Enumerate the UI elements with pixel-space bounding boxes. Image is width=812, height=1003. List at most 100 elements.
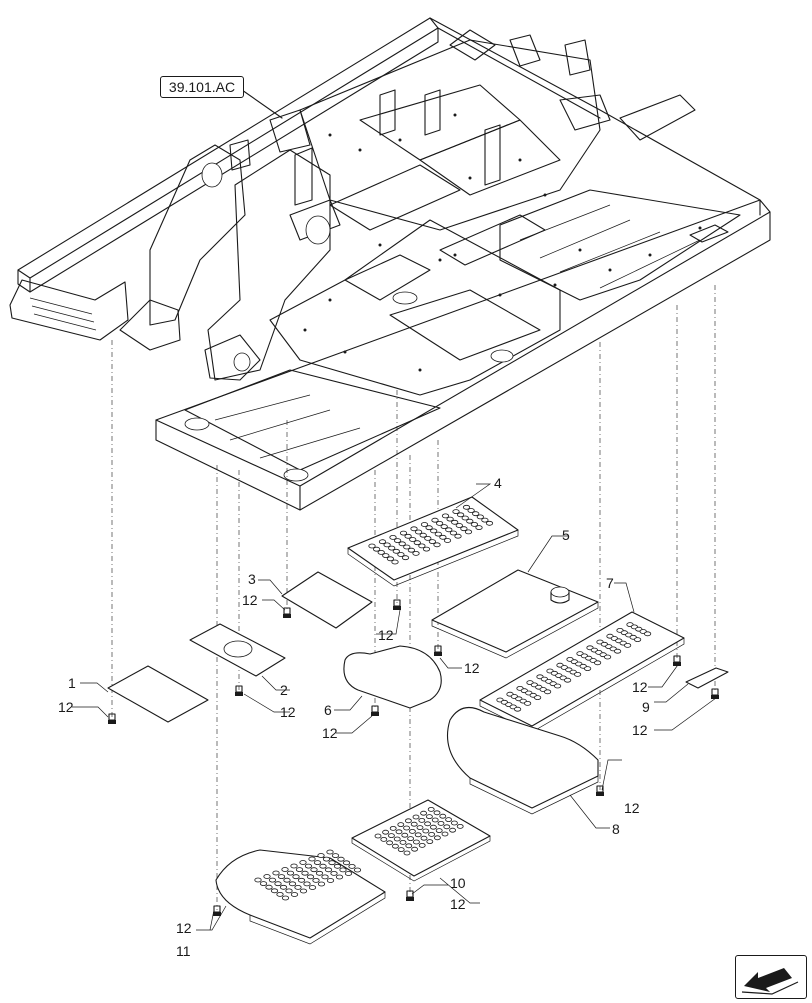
callout-10: 10 — [450, 875, 466, 891]
perforation-hole — [281, 867, 289, 872]
perforation-hole — [420, 810, 428, 816]
perforation-hole — [348, 864, 356, 869]
perforation-hole — [435, 521, 444, 526]
perforation-hole — [335, 874, 344, 880]
perforation-hole — [383, 542, 391, 548]
perforation-hole — [449, 530, 457, 536]
perforation-hole — [445, 817, 453, 822]
perforation-hole — [563, 677, 572, 683]
perforation-hole — [304, 863, 313, 869]
perforation-hole — [603, 654, 612, 660]
perforation-hole — [299, 860, 307, 865]
perforation-hole — [443, 824, 451, 830]
perforation-hole — [378, 539, 387, 545]
perforation-hole — [433, 835, 441, 841]
perforation-hole — [430, 528, 438, 534]
part-6-irregular-plate — [343, 645, 442, 709]
perforation-hole — [380, 837, 388, 842]
perforation-hole — [462, 504, 471, 510]
callout-7: 7 — [606, 575, 614, 591]
perforation-hole — [326, 849, 334, 855]
perforation-hole — [301, 870, 309, 876]
perforation-hole — [418, 543, 426, 549]
perforation-hole — [428, 539, 436, 544]
perforation-hole — [427, 807, 435, 812]
perforation-hole — [451, 519, 459, 525]
perforation-hole — [303, 881, 311, 887]
bolt — [108, 713, 116, 724]
perforation-hole — [404, 533, 412, 539]
part-1-small-plate — [107, 665, 209, 723]
perforation-hole — [331, 853, 340, 858]
callout-12-d: 12 — [322, 725, 338, 741]
callout-12-a: 12 — [58, 699, 74, 715]
perforation-hole — [397, 552, 405, 557]
perforation-hole — [382, 829, 390, 835]
perforation-hole — [613, 648, 622, 654]
perforation-hole — [416, 825, 424, 830]
perforation-hole — [274, 881, 282, 887]
perforation-hole — [259, 881, 268, 886]
perforation-hole — [428, 832, 436, 837]
perforation-hole — [470, 522, 478, 527]
perforation-hole — [424, 536, 432, 541]
perforation-hole — [422, 828, 430, 834]
perforation-hole — [308, 885, 317, 890]
perforation-hole — [333, 863, 342, 869]
perforation-hole — [573, 672, 582, 677]
perforation-hole — [297, 877, 306, 883]
perforation-hole — [418, 818, 426, 823]
part-11-perforated-plate — [215, 849, 386, 945]
leader-lines — [72, 483, 717, 931]
perforation-hole — [455, 523, 463, 528]
perforation-hole — [322, 856, 331, 862]
part-4-perforated-plate — [347, 496, 519, 587]
perforation-hole — [315, 870, 324, 876]
bolt — [371, 705, 379, 716]
bolt — [596, 785, 604, 796]
callout-9: 9 — [642, 699, 650, 715]
perforation-hole — [399, 530, 408, 536]
perforation-hole — [292, 874, 300, 880]
perforation-hole — [583, 666, 592, 671]
perforation-hole — [317, 881, 326, 887]
next-page-arrow-button[interactable] — [735, 955, 807, 999]
bolt — [711, 688, 719, 699]
perforation-hole — [389, 535, 397, 540]
perforation-hole — [454, 533, 462, 539]
perforation-hole — [420, 522, 429, 527]
perforation-hole — [268, 877, 277, 883]
callout-4: 4 — [494, 475, 502, 491]
part-10-perforated-plate — [351, 799, 491, 882]
perforation-hole — [412, 839, 420, 845]
callout-8: 8 — [612, 821, 620, 837]
perforation-hole — [310, 867, 318, 873]
perforation-hole — [408, 829, 416, 834]
perforation-hole — [419, 532, 427, 538]
perforation-hole — [425, 814, 433, 819]
perforation-hole — [553, 683, 562, 689]
perforation-hole — [523, 701, 532, 706]
bolts-part-12 — [108, 599, 719, 916]
callout-12-e: 12 — [378, 627, 394, 643]
perforation-hole — [397, 822, 405, 827]
perforation-hole — [513, 706, 522, 712]
perforation-hole — [263, 874, 271, 879]
perforation-hole — [283, 877, 291, 883]
perforation-hole — [450, 820, 458, 826]
callout-12-b: 12 — [242, 592, 258, 608]
part-5-cover-plate — [431, 569, 599, 659]
callout-12-c: 12 — [280, 704, 296, 720]
perforation-hole — [290, 892, 299, 897]
perforation-hole — [485, 520, 494, 526]
perforation-hole — [270, 888, 279, 894]
perforation-hole — [435, 828, 443, 833]
perforation-hole — [382, 553, 390, 558]
perforation-hole — [449, 827, 457, 833]
perforation-hole — [281, 895, 290, 901]
callout-labels: 1 12 3 12 2 12 6 12 12 12 4 5 7 12 12 9 … — [58, 475, 650, 959]
perforation-hole — [395, 829, 403, 835]
perforation-hole — [413, 540, 421, 546]
callout-12-k: 12 — [176, 920, 192, 936]
perforation-hole — [643, 631, 652, 637]
